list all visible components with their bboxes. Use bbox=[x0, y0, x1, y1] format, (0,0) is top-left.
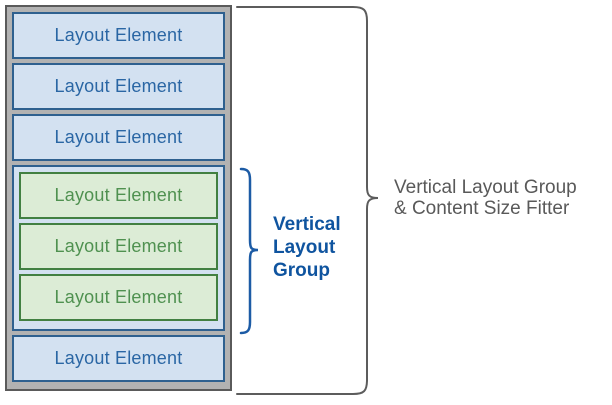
layout-element-label: Layout Element bbox=[54, 25, 183, 45]
layout-element-label: Layout Element bbox=[54, 348, 183, 368]
caption-vertical-layout-group-content-size-fitter: Vertical Layout Group & Content Size Fit… bbox=[394, 177, 577, 219]
layout-element-label: Layout Element bbox=[54, 185, 183, 205]
nested-layout-element-box: Layout Element bbox=[19, 172, 218, 219]
layout-element-box: Layout Element bbox=[12, 114, 225, 161]
vertical-layout-group-label: Vertical Layout Group bbox=[273, 214, 341, 281]
nested-layout-element-box: Layout Element bbox=[19, 274, 218, 321]
layout-element-box: Layout Element bbox=[12, 63, 225, 110]
vertical-layout-group-panel: Layout Element Layout Element Layout Ele… bbox=[12, 165, 225, 331]
layout-element-label: Layout Element bbox=[54, 127, 183, 147]
layout-element-box: Layout Element bbox=[12, 335, 225, 382]
layout-element-label: Layout Element bbox=[54, 287, 183, 307]
nested-layout-element-box: Layout Element bbox=[19, 223, 218, 270]
layout-element-box: Layout Element bbox=[12, 12, 225, 59]
layout-element-label: Layout Element bbox=[54, 76, 183, 96]
outer-panel: Layout Element Layout Element Layout Ele… bbox=[5, 5, 232, 391]
layout-element-label: Layout Element bbox=[54, 236, 183, 256]
